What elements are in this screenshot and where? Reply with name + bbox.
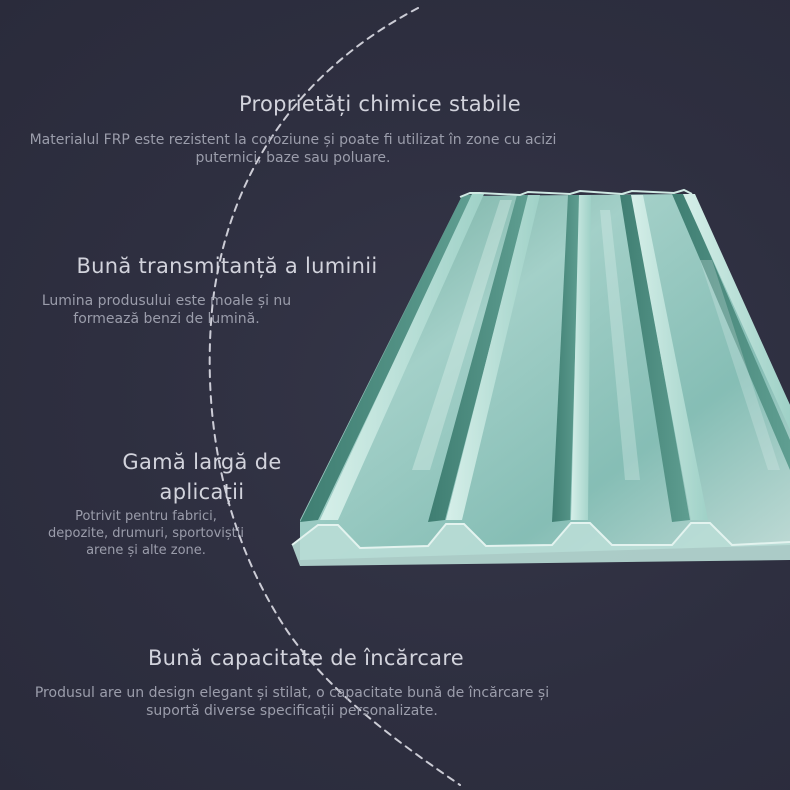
feature-desc-light-transmittance: Lumina produsului este moale și nu forme… (41, 293, 292, 327)
feature-title-wide-applications: Gamă largă de aplicații (122, 450, 282, 504)
feature-desc-wide-applications: Potrivit pentru fabrici, depozite, drumu… (48, 509, 244, 558)
frp-corrugated-sheet-image (291, 188, 790, 566)
feature-desc-chemical-stability: Materialul FRP este rezistent la coroziu… (29, 132, 557, 166)
feature-title-chemical-stability: Proprietăți chimice stabile (238, 92, 522, 116)
feature-desc-load-capacity: Produsul are un design elegant și stilat… (34, 685, 550, 719)
dashed-arc-decoration (208, 7, 461, 786)
feature-title-light-transmittance: Bună transmitanță a luminii (76, 254, 378, 278)
feature-title-load-capacity: Bună capacitate de încărcare (147, 646, 465, 670)
